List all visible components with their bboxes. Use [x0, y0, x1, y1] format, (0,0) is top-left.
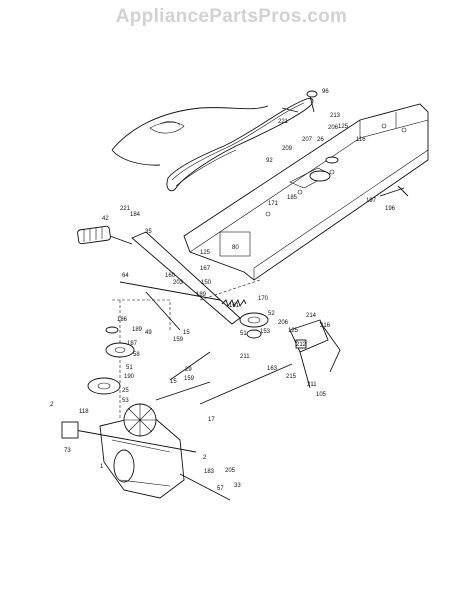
part-label: 183	[204, 469, 215, 475]
part-label: 167	[200, 266, 211, 272]
part-label: 73	[64, 448, 71, 454]
part-label: 221	[278, 119, 289, 125]
part-label: 33	[234, 483, 241, 489]
part-label: 159	[184, 376, 195, 382]
part-label: 184	[130, 212, 141, 218]
part-label: 187	[127, 341, 138, 347]
part-label: 35	[145, 229, 152, 235]
part-label: 49	[145, 330, 152, 336]
left-pulleys	[87, 326, 135, 395]
part-label: 125	[288, 328, 299, 334]
part-label: 64	[122, 273, 129, 279]
part-label: 15	[183, 330, 190, 336]
part-label: 1	[100, 464, 104, 470]
part-label: 212	[296, 342, 307, 348]
part-label: 150	[201, 280, 212, 286]
part-label: 2	[50, 402, 54, 408]
part-label: 189	[132, 327, 143, 333]
part-label: 96	[322, 89, 329, 95]
part-label: 25	[122, 388, 129, 394]
part-label: 17	[208, 417, 215, 423]
watermark: AppliancePartsPros.com	[115, 6, 348, 27]
part-label: 206	[278, 320, 289, 326]
linkage-rods	[155, 351, 293, 405]
part-label: 197	[366, 198, 377, 204]
part-label: 221	[120, 206, 131, 212]
part-label: 214	[306, 313, 317, 319]
spring	[221, 298, 247, 308]
part-label: 51	[240, 331, 247, 337]
part-label: 92	[266, 158, 273, 164]
part-label: 203	[173, 280, 184, 286]
part-label: 125	[338, 124, 349, 130]
shift-bracket	[289, 319, 341, 389]
frame-rail	[183, 103, 429, 281]
part-label: 206	[328, 125, 339, 131]
part-label: 153	[260, 329, 271, 335]
part-label: 163	[267, 366, 278, 372]
part-label: 159	[173, 337, 184, 343]
part-label: 105	[316, 392, 327, 398]
part-label: 52	[268, 311, 275, 317]
part-label: 185	[287, 195, 298, 201]
part-label: 190	[124, 374, 135, 380]
part-label: 57	[217, 486, 224, 492]
pedal-pad	[77, 225, 133, 245]
part-label: 211	[307, 382, 317, 388]
idler-assembly	[281, 90, 339, 182]
part-label: 2	[203, 455, 207, 461]
part-label: 53	[122, 398, 129, 404]
part-label: 29	[185, 367, 192, 373]
part-label: 189	[196, 292, 207, 298]
part-label: 216	[320, 323, 331, 329]
part-label: 125	[200, 250, 211, 256]
part-label: 170	[258, 296, 269, 302]
part-label: 207	[302, 137, 313, 143]
brake-rod	[379, 185, 409, 197]
right-pulley	[239, 312, 269, 339]
part-label: 186	[117, 317, 128, 323]
part-label: 58	[133, 352, 140, 358]
part-label: 80	[232, 245, 239, 251]
part-label: 211	[240, 354, 250, 360]
transaxle	[61, 403, 231, 501]
part-label: 116	[356, 137, 366, 143]
part-label: 160	[165, 273, 176, 279]
part-labels: 96 213 221 206 207 26 125 116 209 92 185…	[50, 89, 396, 492]
part-label: 161	[229, 303, 240, 309]
pedal-shaft	[119, 231, 241, 331]
assembly-guides	[112, 279, 261, 420]
part-label: 51	[126, 365, 133, 371]
drive-belt	[166, 97, 314, 192]
part-label: 15	[170, 379, 177, 385]
part-label: 118	[79, 409, 89, 415]
part-label: 196	[385, 206, 396, 212]
part-label: 42	[102, 216, 109, 222]
part-label: 213	[330, 113, 341, 119]
part-label: 215	[286, 374, 297, 380]
part-label: 209	[282, 146, 293, 152]
part-label: 171	[268, 201, 279, 207]
deck-outline	[111, 105, 269, 166]
part-label: 26	[317, 137, 324, 143]
part-label: 205	[225, 468, 236, 474]
